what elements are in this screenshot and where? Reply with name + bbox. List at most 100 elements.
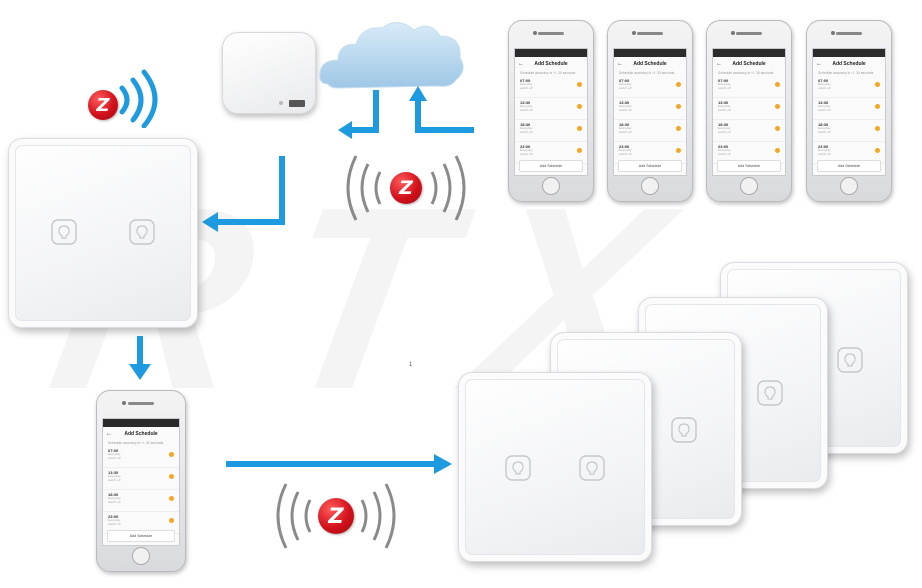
schedule-toggle[interactable]	[577, 126, 582, 131]
schedule-toggle[interactable]	[775, 126, 780, 131]
add-schedule-button[interactable]: Add Schedule	[817, 159, 881, 172]
schedule-repeat: Everyday	[108, 452, 121, 456]
zigbee-logo-icon: Z	[88, 90, 118, 120]
phone-screen: ← Add Schedule Schedule accuracy is +/- …	[514, 48, 588, 176]
schedule-toggle[interactable]	[875, 126, 880, 131]
cloud-icon	[319, 22, 464, 89]
zigbee-logo-icon: Z	[318, 498, 354, 534]
schedule-toggle[interactable]	[577, 82, 582, 87]
schedule-action: switch off	[520, 129, 533, 134]
phone-screen: ← Add Schedule Schedule accuracy is +/- …	[712, 48, 786, 176]
schedule-toggle[interactable]	[875, 104, 880, 109]
wall-switch-1[interactable]	[458, 372, 652, 562]
schedule-repeat: Everyday	[718, 126, 731, 130]
schedule-row[interactable]: 13:30 Everyday switch off	[103, 468, 179, 490]
schedule-row[interactable]: 13:30 Everyday switch off	[813, 98, 885, 120]
screen-title: Add Schedule	[124, 430, 158, 437]
status-bar	[813, 49, 885, 57]
home-button[interactable]	[840, 176, 858, 195]
add-schedule-button[interactable]: Add Schedule	[717, 159, 781, 172]
schedule-row[interactable]: 18:30 Everyday switch off	[813, 120, 885, 142]
schedule-toggle[interactable]	[169, 518, 174, 523]
lightbulb-touch-icon[interactable]	[577, 453, 607, 483]
schedule-action: switch off	[520, 107, 533, 112]
add-schedule-button[interactable]: Add Schedule	[519, 159, 583, 172]
schedule-toggle[interactable]	[775, 104, 780, 109]
schedule-toggle[interactable]	[169, 496, 174, 501]
schedule-action: switch off	[818, 85, 831, 90]
schedule-time: 13:30	[718, 100, 729, 105]
radio-rings-icon	[276, 483, 396, 549]
schedule-toggle[interactable]	[676, 148, 681, 153]
schedule-time: 13:30	[818, 100, 829, 105]
camera-dot	[532, 30, 537, 35]
screen-subtitle: Schedule accuracy is +/- 30 seconds	[520, 71, 576, 75]
back-arrow-icon[interactable]: ←	[518, 60, 524, 67]
schedule-toggle[interactable]	[875, 148, 880, 153]
schedule-toggle[interactable]	[775, 148, 780, 153]
schedule-row[interactable]: 13:30 Everyday switch off	[713, 98, 785, 120]
switch-to-phone-arrow	[129, 336, 151, 380]
phone-screen: ← Add Schedule Schedule accuracy is +/- …	[613, 48, 687, 176]
home-button[interactable]	[740, 176, 758, 195]
schedule-time: 18:30	[108, 492, 119, 497]
small-phone-2: ← Add Schedule Schedule accuracy is +/- …	[607, 20, 693, 202]
schedule-row[interactable]: 13:30 Everyday switch off	[614, 98, 686, 120]
add-schedule-button[interactable]: Add Schedule	[618, 159, 682, 172]
schedule-action: switch off	[718, 107, 731, 112]
schedule-row[interactable]: 18:30 Everyday switch off	[515, 120, 587, 142]
schedule-action: switch off	[108, 477, 121, 482]
schedule-toggle[interactable]	[169, 474, 174, 479]
schedule-time: 13:30	[619, 100, 630, 105]
speaker-grille	[538, 31, 564, 35]
schedule-action: switch off	[520, 85, 533, 90]
lightbulb-touch-icon[interactable]	[127, 217, 157, 247]
schedule-toggle[interactable]	[775, 82, 780, 87]
schedule-action: switch off	[108, 521, 121, 526]
small-phone-1: ← Add Schedule Schedule accuracy is +/- …	[508, 20, 594, 202]
add-schedule-button[interactable]: Add Schedule	[107, 529, 175, 542]
home-button[interactable]	[132, 546, 150, 565]
schedule-repeat: Everyday	[718, 104, 731, 108]
schedule-toggle[interactable]	[875, 82, 880, 87]
lightbulb-touch-icon[interactable]	[503, 453, 533, 483]
schedule-row[interactable]: 18:30 Everyday switch off	[614, 120, 686, 142]
radio-rings-icon	[346, 155, 466, 221]
small-phone-4: ← Add Schedule Schedule accuracy is +/- …	[806, 20, 892, 202]
schedule-toggle[interactable]	[577, 104, 582, 109]
main-wall-switch[interactable]	[8, 138, 198, 328]
schedule-repeat: Everyday	[619, 104, 632, 108]
schedule-row[interactable]: 18:30 Everyday switch off	[103, 490, 179, 512]
schedule-toggle[interactable]	[676, 104, 681, 109]
schedule-row[interactable]: 13:30 Everyday switch off	[515, 98, 587, 120]
schedule-row[interactable]: 07:00 Everyday switch off	[515, 76, 587, 98]
schedule-time: 07:00	[619, 78, 630, 83]
speaker-grille	[127, 401, 155, 405]
lightbulb-touch-icon[interactable]	[669, 415, 699, 445]
back-arrow-icon[interactable]: ←	[106, 430, 112, 437]
schedule-toggle[interactable]	[169, 452, 174, 457]
lightbulb-touch-icon[interactable]	[755, 378, 785, 408]
hub-led	[279, 101, 283, 105]
back-arrow-icon[interactable]: ←	[617, 60, 623, 67]
lightbulb-touch-icon[interactable]	[49, 217, 79, 247]
home-button[interactable]	[542, 176, 560, 195]
back-arrow-icon[interactable]: ←	[816, 60, 822, 67]
schedule-row[interactable]: 07:00 Everyday switch off	[813, 76, 885, 98]
lightbulb-touch-icon[interactable]	[835, 345, 865, 375]
schedule-repeat: Everyday	[818, 82, 831, 86]
schedule-toggle[interactable]	[577, 148, 582, 153]
schedule-toggle[interactable]	[676, 82, 681, 87]
back-arrow-icon[interactable]: ←	[716, 60, 722, 67]
screen-title: Add Schedule	[534, 60, 568, 67]
schedule-action: switch off	[818, 151, 831, 156]
screen-title: Add Schedule	[633, 60, 667, 67]
schedule-row[interactable]: 18:30 Everyday switch off	[713, 120, 785, 142]
schedule-row[interactable]: 07:00 Everyday switch off	[103, 446, 179, 468]
hub-to-switch-arrow	[202, 156, 285, 232]
schedule-row[interactable]: 07:00 Everyday switch off	[713, 76, 785, 98]
schedule-row[interactable]: 07:00 Everyday switch off	[614, 76, 686, 98]
home-button[interactable]	[641, 176, 659, 195]
schedule-toggle[interactable]	[676, 126, 681, 131]
stray-mark: 1	[409, 362, 413, 368]
